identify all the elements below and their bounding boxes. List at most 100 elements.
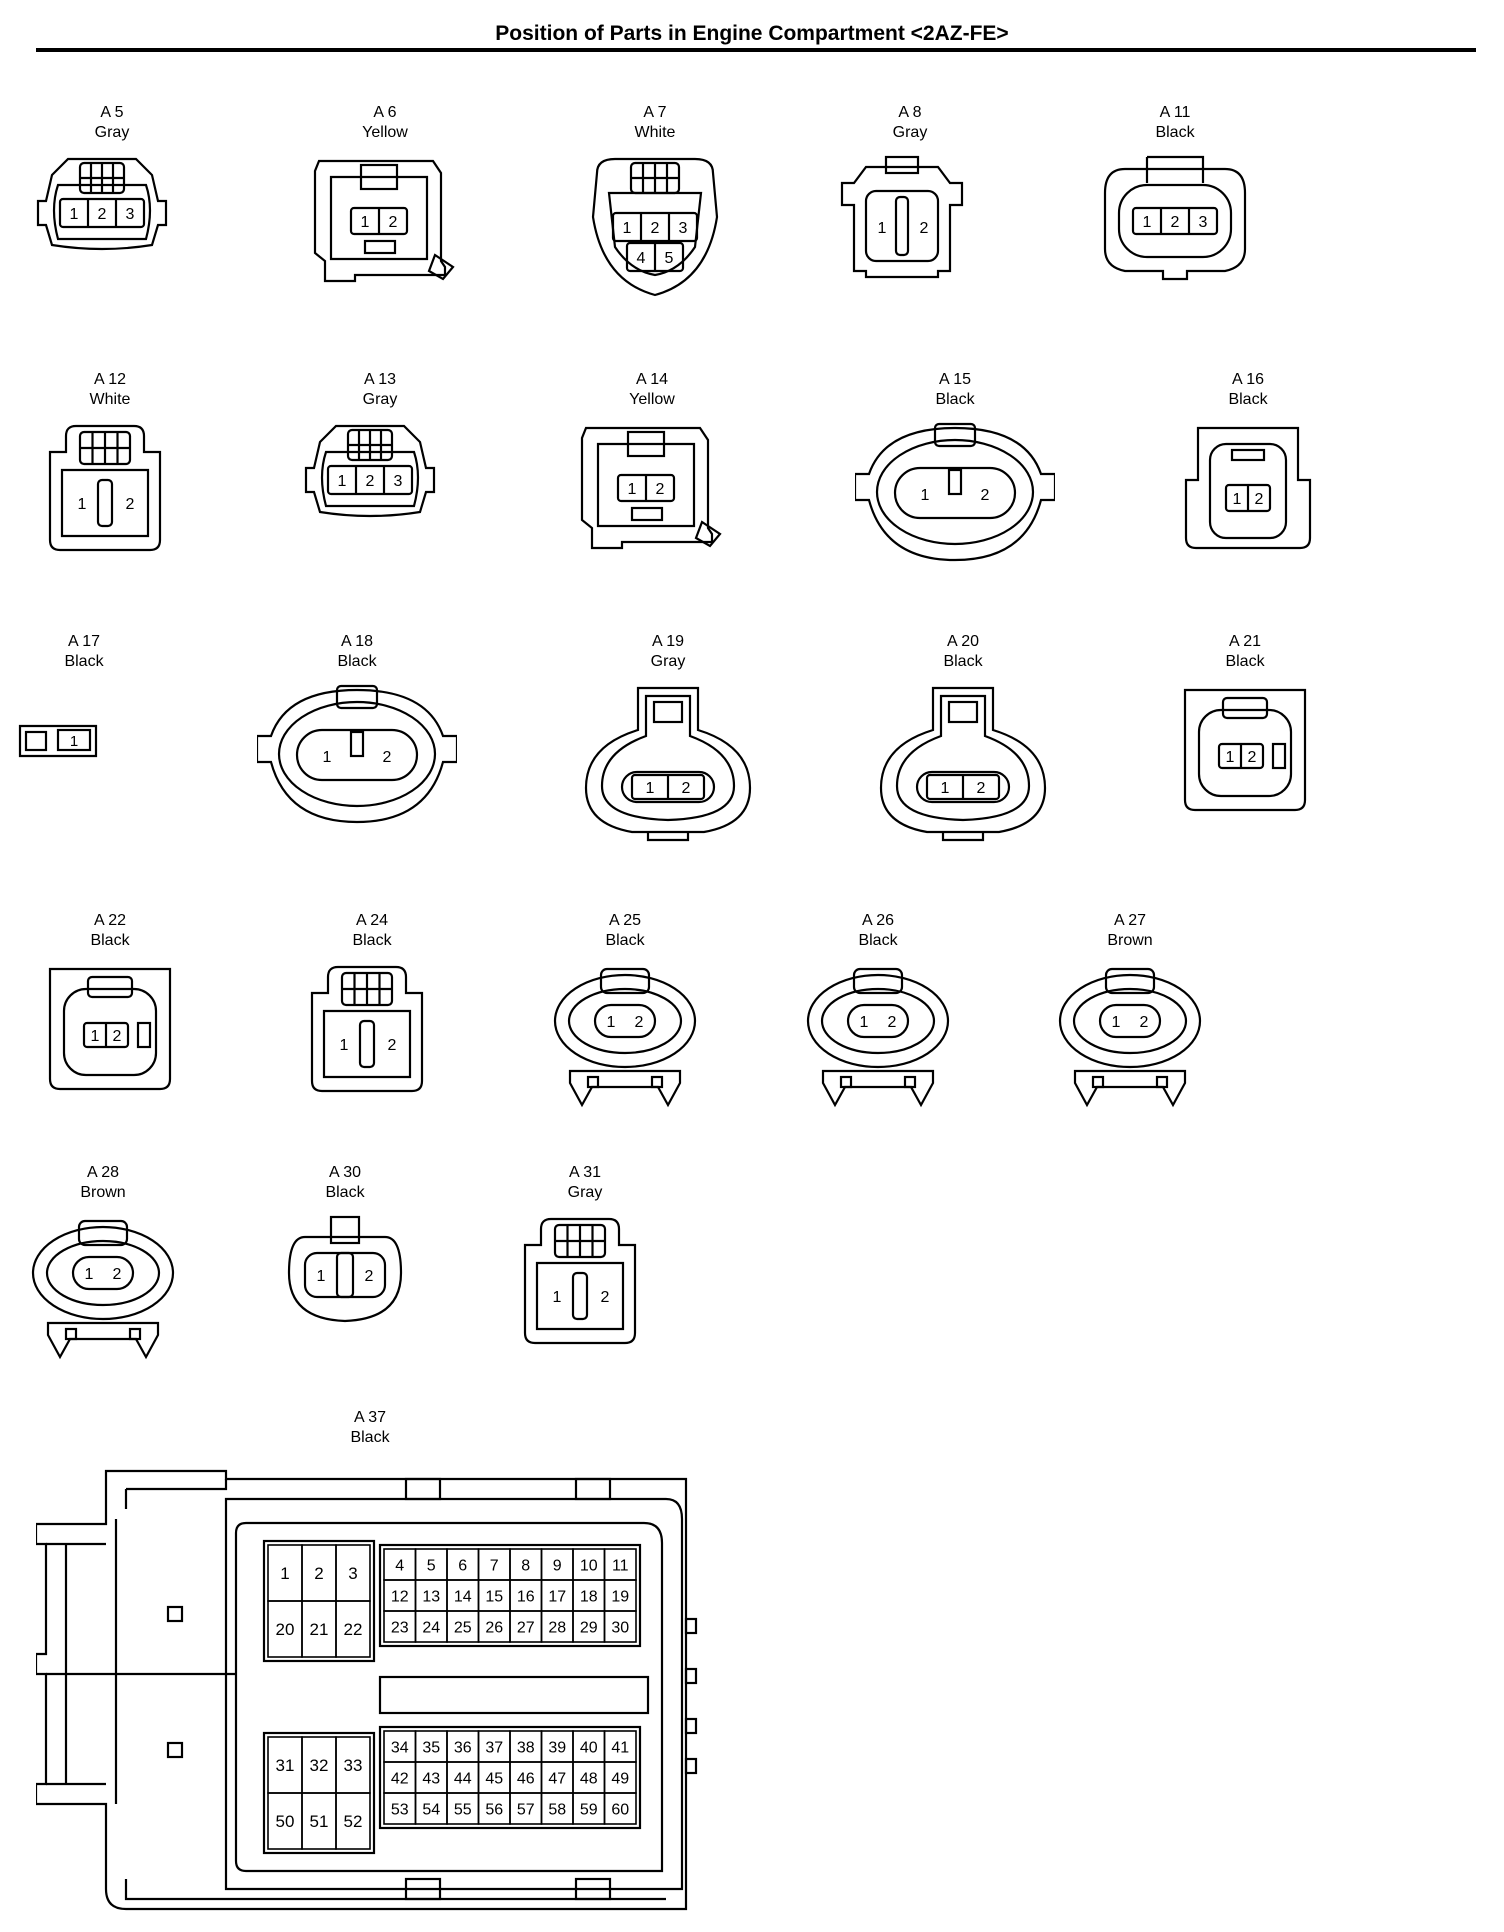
pin-label: 60 — [611, 1802, 629, 1819]
pin-label: 1 — [623, 220, 632, 237]
pin-label: 22 — [344, 1620, 363, 1639]
pin-label: 31 — [276, 1756, 295, 1775]
pin-label: 33 — [344, 1756, 363, 1775]
svg-text:1: 1 — [70, 733, 78, 750]
connector-id: A 18 — [340, 633, 374, 650]
svg-text:1: 1 — [323, 749, 332, 766]
pin-label: 2 — [314, 1564, 323, 1583]
pin-label: 2 — [651, 220, 660, 237]
svg-text:1: 1 — [340, 1037, 349, 1054]
pin-label: 48 — [580, 1771, 598, 1788]
pin-label: 4 — [637, 250, 646, 267]
connector-id: A 14 — [635, 371, 669, 388]
connector-id: A 22 — [93, 912, 127, 929]
connector-color: Black — [1155, 124, 1195, 141]
svg-text:1: 1 — [553, 1289, 562, 1306]
pin-label: 38 — [517, 1740, 535, 1757]
pin-label: 26 — [485, 1620, 503, 1637]
page-title: Position of Parts in Engine Compartment … — [495, 22, 1009, 45]
pin-label: 8 — [521, 1558, 530, 1575]
connector-id: A 13 — [363, 371, 397, 388]
pin-label: 7 — [490, 1558, 499, 1575]
pin-label: 27 — [517, 1620, 535, 1637]
pin-label: 41 — [611, 1740, 629, 1757]
svg-text:2: 2 — [888, 1014, 897, 1031]
svg-text:2: 2 — [126, 496, 135, 513]
pin-label: 3 — [394, 473, 403, 490]
connector-id: A 7 — [643, 104, 667, 121]
pin-label: 36 — [454, 1740, 472, 1757]
connector-label-a37: A 37 Black — [330, 1408, 410, 1448]
pin-label: 2 — [656, 481, 665, 498]
svg-text:1: 1 — [85, 1266, 94, 1283]
pin-label: 16 — [517, 1589, 535, 1606]
connector-color: Brown — [1107, 932, 1153, 949]
pin-label: 13 — [422, 1589, 440, 1606]
pin-label: 25 — [454, 1620, 472, 1637]
pin-label: 39 — [548, 1740, 566, 1757]
connector-face: 1 — [18, 724, 98, 758]
svg-text:1: 1 — [878, 220, 887, 237]
connector-id: A 27 — [1113, 912, 1147, 929]
pin-label: 10 — [580, 1558, 598, 1575]
connector-id: A 15 — [938, 371, 972, 388]
pin-label: 2 — [366, 473, 375, 490]
connector-id: A 24 — [355, 912, 389, 929]
pin-label: 1 — [70, 206, 79, 223]
svg-text:2: 2 — [601, 1289, 610, 1306]
pin-label: 2 — [1248, 749, 1257, 766]
pin-label: 1 — [941, 780, 950, 797]
connector-id: A 31 — [568, 1164, 602, 1181]
connector-color: Black — [935, 391, 975, 408]
connector-id: A 17 — [67, 633, 101, 650]
pin-label: 28 — [548, 1620, 566, 1637]
connector-id: A 5 — [100, 104, 124, 121]
pin-label: 58 — [548, 1802, 566, 1819]
pin-label: 2 — [1171, 214, 1180, 231]
connector-color: Brown — [80, 1184, 126, 1201]
connector-color: Gray — [650, 653, 686, 670]
pin-label: 3 — [348, 1564, 357, 1583]
svg-text:2: 2 — [920, 220, 929, 237]
pin-label: 55 — [454, 1802, 472, 1819]
pin-label: 6 — [458, 1558, 467, 1575]
connector-color: Black — [605, 932, 645, 949]
connector-color: Gray — [892, 124, 928, 141]
connector-color: Black — [352, 932, 392, 949]
connector-color: White — [634, 124, 676, 141]
pin-label: 42 — [391, 1771, 409, 1788]
pin-label: 57 — [517, 1802, 535, 1819]
pin-label: 1 — [1233, 491, 1242, 508]
connector-id: A 25 — [608, 912, 642, 929]
svg-text:1: 1 — [78, 496, 87, 513]
connector-color: Black — [1225, 653, 1265, 670]
pin-label: 2 — [389, 214, 398, 231]
svg-text:1: 1 — [860, 1014, 869, 1031]
pin-label: 1 — [91, 1028, 100, 1045]
svg-text:2: 2 — [383, 749, 392, 766]
connector-id: A 30 — [328, 1164, 362, 1181]
